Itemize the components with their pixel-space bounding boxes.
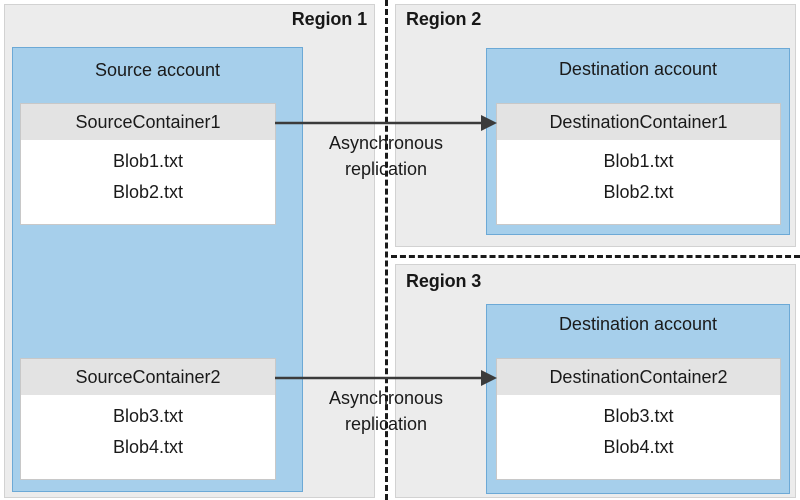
destination-container-1-box[interactable]: DestinationContainer1 Blob1.txt Blob2.tx… bbox=[496, 103, 781, 225]
region-separator-horizontal bbox=[391, 255, 800, 258]
replication-label-2: Asynchronous replication bbox=[288, 385, 484, 437]
region-3-title: Region 3 bbox=[406, 271, 482, 291]
replication-label-2-line2: replication bbox=[344, 414, 428, 434]
blob-item: Blob4.txt bbox=[603, 437, 674, 457]
destination-container-2-box[interactable]: DestinationContainer2 Blob3.txt Blob4.tx… bbox=[496, 358, 781, 480]
blob-item: Blob1.txt bbox=[112, 151, 184, 171]
blob-item: Blob2.txt bbox=[603, 182, 674, 202]
source-container-1-box[interactable]: SourceContainer1 Blob1.txt Blob2.txt bbox=[20, 103, 276, 225]
destination-container-2-blob-list: Blob3.txt Blob4.txt bbox=[497, 395, 780, 463]
replication-arrow-2-icon bbox=[275, 370, 497, 386]
destination-container-1-blob-list: Blob1.txt Blob2.txt bbox=[497, 140, 780, 208]
blob-item: Blob1.txt bbox=[603, 151, 674, 171]
source-container-2-name: SourceContainer2 bbox=[21, 359, 275, 395]
destination-container-2-name: DestinationContainer2 bbox=[497, 359, 780, 395]
source-account-title: Source account bbox=[94, 60, 221, 80]
destination-account-1-title: Destination account bbox=[558, 59, 718, 79]
blob-item: Blob3.txt bbox=[112, 406, 184, 426]
blob-item: Blob2.txt bbox=[112, 182, 184, 202]
replication-arrow-1-icon bbox=[275, 115, 497, 131]
blob-item: Blob3.txt bbox=[603, 406, 674, 426]
source-container-1-name: SourceContainer1 bbox=[21, 104, 275, 140]
region-2-title: Region 2 bbox=[406, 9, 482, 29]
replication-label-1: Asynchronous replication bbox=[288, 130, 484, 182]
destination-container-1-name: DestinationContainer1 bbox=[497, 104, 780, 140]
source-container-2-blob-list: Blob3.txt Blob4.txt bbox=[21, 395, 275, 463]
source-container-2-box[interactable]: SourceContainer2 Blob3.txt Blob4.txt bbox=[20, 358, 276, 480]
region-separator-vertical bbox=[385, 0, 388, 500]
replication-label-2-line1: Asynchronous bbox=[328, 388, 444, 408]
replication-label-1-line2: replication bbox=[344, 159, 428, 179]
blob-item: Blob4.txt bbox=[112, 437, 184, 457]
replication-label-1-line1: Asynchronous bbox=[328, 133, 444, 153]
region-1-title: Region 1 bbox=[291, 9, 367, 29]
source-container-1-blob-list: Blob1.txt Blob2.txt bbox=[21, 140, 275, 208]
destination-account-2-title: Destination account bbox=[558, 314, 718, 334]
